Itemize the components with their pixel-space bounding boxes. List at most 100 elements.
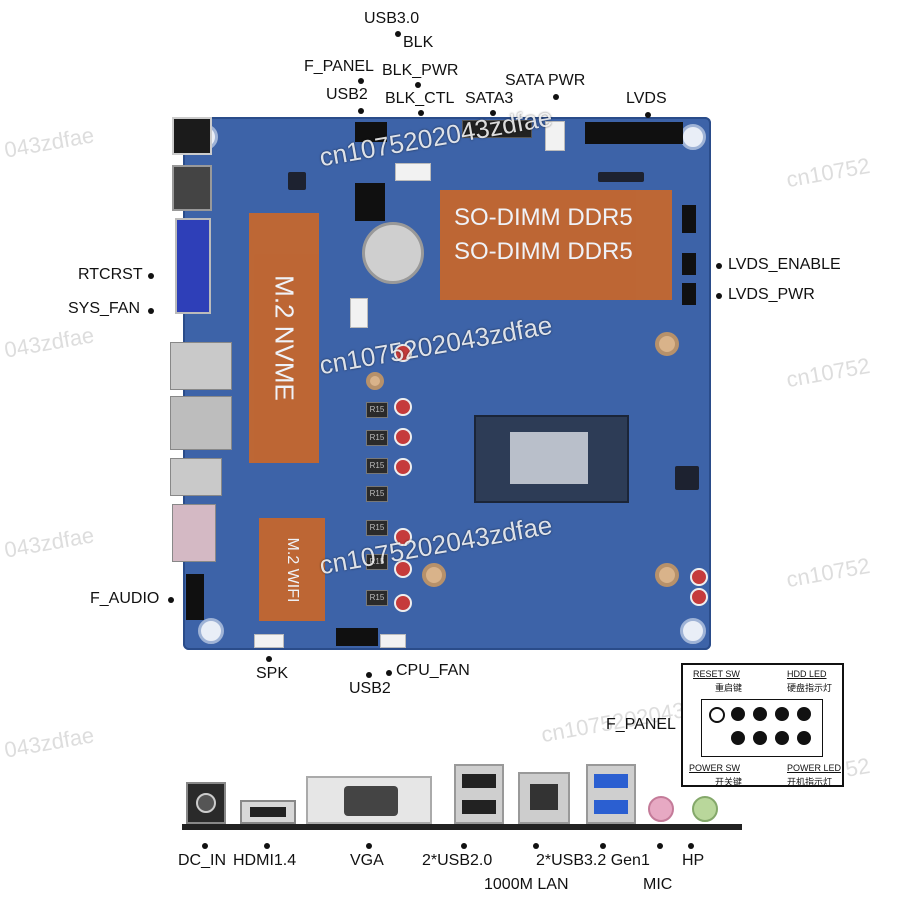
mounting-hole	[655, 332, 679, 356]
callout-dot	[168, 597, 174, 603]
callout-sata3: SATA3	[465, 90, 514, 107]
callout-dot	[716, 263, 722, 269]
watermark: 043zdfae	[2, 122, 96, 163]
sodimm-label-1: SO-DIMM DDR5	[454, 204, 633, 231]
capacitor	[394, 528, 412, 546]
io-hdmi	[240, 800, 296, 824]
io-mic-jack	[648, 796, 674, 822]
vga-port-top	[175, 218, 211, 314]
io-usb32-stack	[586, 764, 636, 824]
callout-sata-pwr: SATA PWR	[505, 72, 586, 89]
inductor: R15	[366, 590, 388, 606]
header-lvds-enable	[682, 253, 696, 275]
capacitor	[690, 588, 708, 606]
io-label-usb20: 2*USB2.0	[422, 852, 493, 869]
hdmi-port-top	[172, 165, 212, 211]
callout-dot	[716, 293, 722, 299]
header-usb3	[355, 183, 385, 221]
capacitor	[394, 458, 412, 476]
callout-blk-ctl: BLK_CTL	[385, 90, 455, 107]
io-shield	[182, 824, 742, 830]
pin	[775, 707, 789, 721]
callout-f-audio: F_AUDIO	[90, 590, 160, 607]
chip	[675, 466, 699, 490]
inductor: R15	[366, 430, 388, 446]
callout-cpu-fan: CPU_FAN	[396, 662, 470, 679]
inductor: R15	[366, 486, 388, 502]
m2-nvme-label: M.2 NVME	[269, 275, 300, 401]
callout-dot	[553, 94, 559, 100]
chip	[288, 172, 306, 190]
capacitor	[394, 398, 412, 416]
dc-jack-top	[172, 117, 212, 155]
mounting-screw	[680, 124, 706, 150]
power-led-cn: 开机指示灯	[787, 777, 833, 787]
callout-dot	[395, 31, 401, 37]
callout-dot	[202, 843, 208, 849]
callout-dot	[645, 112, 651, 118]
pin	[753, 707, 767, 721]
callout-rtcrst: RTCRST	[78, 266, 143, 283]
capacitor	[394, 428, 412, 446]
watermark: 043zdfae	[2, 322, 96, 363]
callout-dot	[264, 843, 270, 849]
header-lvds	[585, 122, 683, 144]
callout-dot	[490, 110, 496, 116]
io-label-lan: 1000M LAN	[484, 876, 569, 893]
callout-usb30: USB3.0	[364, 10, 420, 27]
m2-wifi-slot: M.2 WIFI	[259, 518, 325, 621]
connector-sys-fan	[350, 298, 368, 328]
io-lan	[518, 772, 570, 824]
callout-dot	[386, 670, 392, 676]
cmos-battery	[362, 222, 424, 284]
callout-sys-fan: SYS_FAN	[68, 300, 141, 317]
header-f-audio	[186, 574, 204, 620]
pin	[731, 731, 745, 745]
callout-dot	[266, 656, 272, 662]
capacitor	[394, 344, 412, 362]
capacitor	[394, 594, 412, 612]
watermark: cn10752	[784, 552, 872, 593]
f-panel-diagram-label: F_PANEL	[606, 716, 676, 733]
callout-f-panel-top: F_PANEL	[304, 58, 374, 75]
connector-sata3	[462, 120, 532, 138]
callout-dot	[366, 843, 372, 849]
pin	[797, 707, 811, 721]
m2-wifi-label: M.2 WIFI	[284, 537, 301, 602]
hdd-led-cn: 硬盘指示灯	[787, 683, 833, 693]
capacitor	[394, 560, 412, 578]
mounting-screw	[680, 618, 706, 644]
callout-lvds-enable: LVDS_ENABLE	[728, 256, 841, 273]
callout-dot	[600, 843, 606, 849]
watermark: cn10752	[784, 352, 872, 393]
chip	[598, 172, 644, 182]
power-sw-cn: 开关键	[715, 777, 743, 787]
inductor: R15	[366, 402, 388, 418]
sodimm-slots: SO-DIMM DDR5 SO-DIMM DDR5	[440, 190, 672, 300]
callout-dot	[358, 108, 364, 114]
pin-frame	[701, 699, 823, 757]
callout-dot	[688, 843, 694, 849]
watermark: cn10752	[784, 152, 872, 193]
power-led-label: POWER LED	[787, 763, 842, 773]
callout-dot	[148, 308, 154, 314]
reset-sw-label: RESET SW	[693, 669, 740, 679]
usb3-stack-top	[170, 458, 222, 496]
callout-usb2-bottom: USB2	[349, 680, 391, 697]
m2-nvme-slot: M.2 NVME	[249, 213, 319, 463]
header-f-panel	[355, 122, 387, 142]
hdd-led-label: HDD LED	[787, 669, 827, 679]
power-sw-label: POWER SW	[689, 763, 740, 773]
pin-empty	[709, 707, 725, 723]
inductor: R15	[366, 458, 388, 474]
inductor: R15	[366, 554, 388, 570]
io-label-hp: HP	[682, 852, 705, 869]
callout-dot	[533, 843, 539, 849]
connector-cpu-fan	[380, 634, 406, 648]
header-usb2-bottom	[336, 628, 378, 646]
callout-dot	[415, 82, 421, 88]
connector-sata-pwr	[545, 121, 565, 151]
watermark: 043zdfae	[2, 722, 96, 763]
callout-lvds: LVDS	[626, 90, 667, 107]
pin	[753, 731, 767, 745]
